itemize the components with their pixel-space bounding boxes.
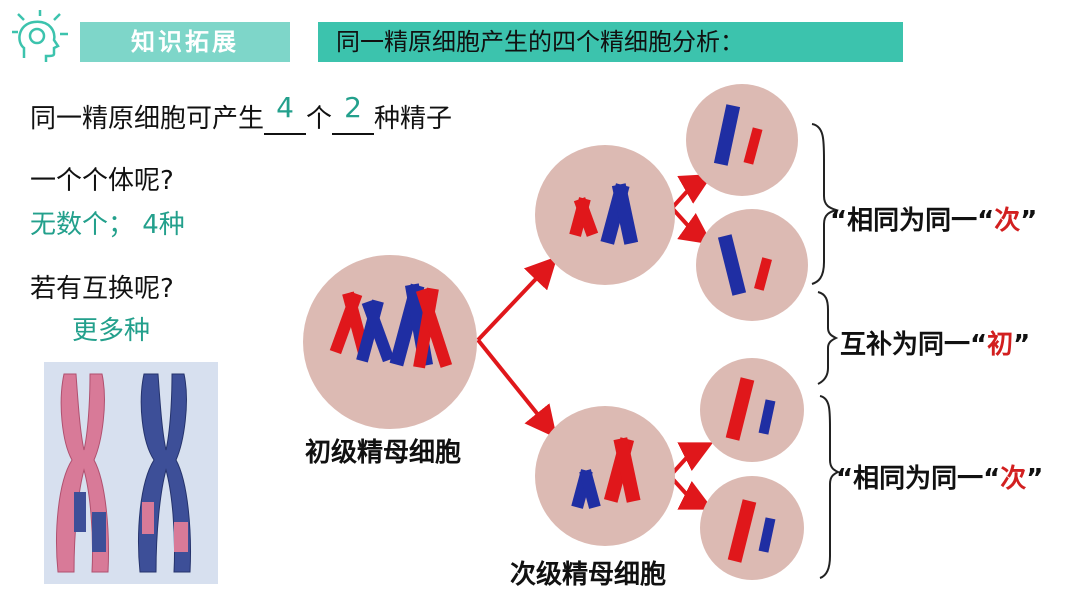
spermatid-3 bbox=[700, 358, 804, 462]
note-top-b: 次 bbox=[994, 206, 1021, 236]
spermatid-2 bbox=[696, 209, 808, 321]
note-middle: 互补为同一“初” bbox=[840, 324, 1030, 361]
blank-types-value: 2 bbox=[344, 91, 362, 124]
note-top: “相同为同一“次” bbox=[830, 200, 1037, 237]
brain-head-icon bbox=[12, 10, 68, 62]
question-individual: 一个个体呢? bbox=[30, 166, 174, 196]
spermatid-1 bbox=[686, 84, 798, 196]
line1-text-b: 个 bbox=[306, 104, 333, 134]
note-mid-b: 初 bbox=[987, 330, 1014, 360]
note-top-a: “相同为同一“ bbox=[830, 206, 995, 236]
secondary-cell-top bbox=[535, 145, 675, 285]
page-title: 同一精原细胞产生的四个精细胞分析： bbox=[318, 22, 903, 62]
blank-types: 2 bbox=[332, 91, 375, 135]
spermatid-4 bbox=[700, 476, 804, 580]
note-top-c: ” bbox=[1020, 206, 1038, 236]
secondary-cell-bottom bbox=[535, 406, 675, 546]
blank-count-value: 4 bbox=[276, 91, 294, 124]
answer-individual: 无数个； 4种 bbox=[30, 210, 185, 240]
line1-text-c: 种精子 bbox=[374, 104, 453, 134]
primary-cell-label: 初级精母细胞 bbox=[305, 438, 462, 468]
note-bot-b: 次 bbox=[1000, 464, 1027, 494]
note-bot-a: “相同为同一“ bbox=[836, 464, 1001, 494]
question-crossover: 若有互换呢? bbox=[30, 274, 174, 304]
line1-text-a: 同一精原细胞可产生 bbox=[30, 104, 265, 134]
secondary-cell-label: 次级精母细胞 bbox=[510, 560, 667, 590]
note-mid-a: 互补为同一“ bbox=[840, 330, 988, 360]
blank-count: 4 bbox=[264, 91, 307, 135]
section-tag: 知识拓展 bbox=[80, 22, 290, 62]
primary-cell bbox=[303, 255, 477, 429]
note-bot-c: ” bbox=[1026, 464, 1044, 494]
answer-crossover: 更多种 bbox=[72, 316, 151, 346]
chromosome-photo bbox=[44, 362, 218, 584]
note-bottom: “相同为同一“次” bbox=[836, 458, 1043, 495]
note-mid-c: ” bbox=[1013, 330, 1031, 360]
